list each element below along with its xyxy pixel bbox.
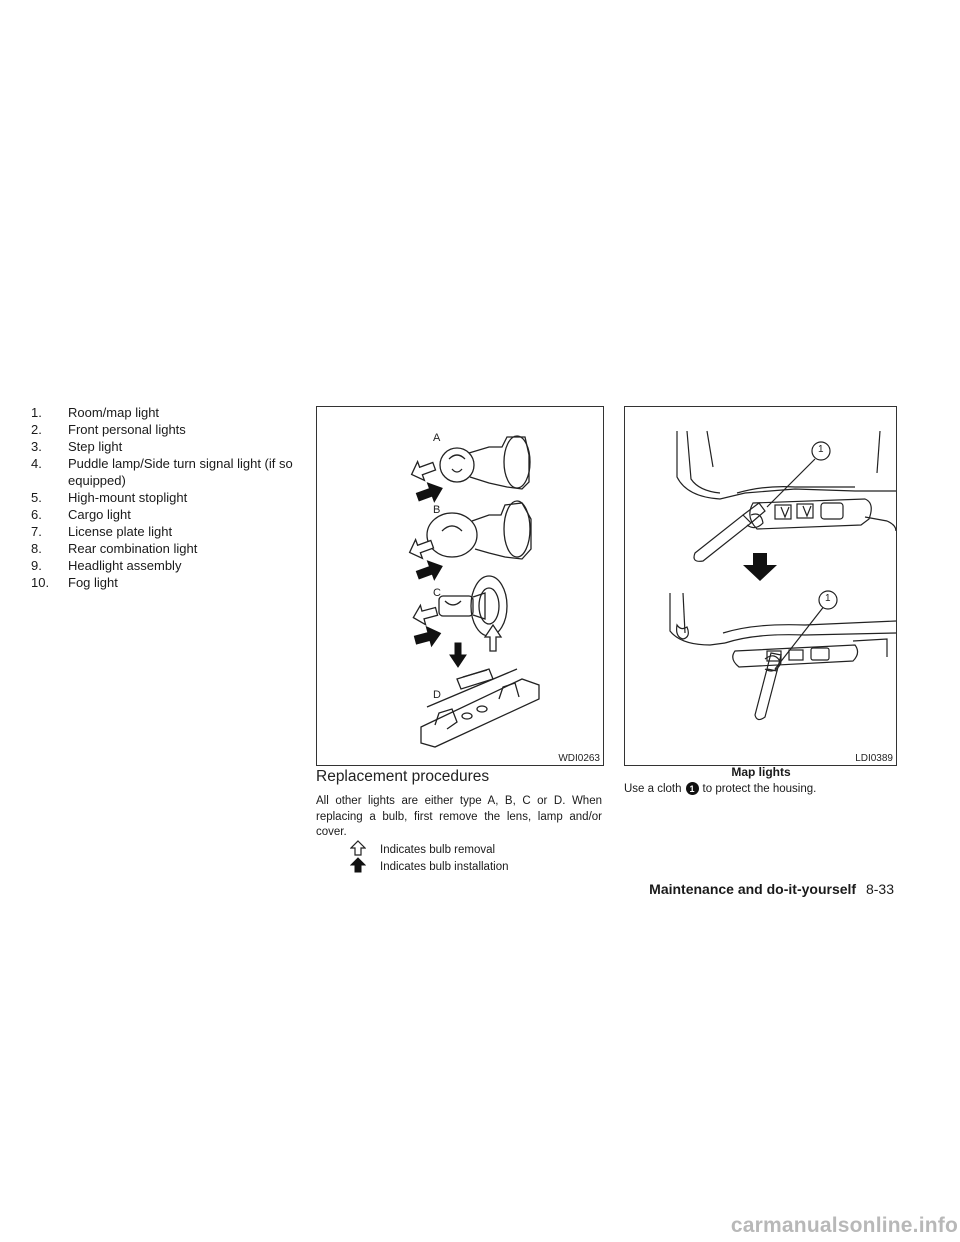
light-list: 1.Room/map light 2.Front personal lights…: [31, 404, 311, 591]
bulb-types-illustration: [408, 435, 540, 748]
list-item: 9.Headlight assembly: [31, 558, 182, 573]
footer-section: Maintenance and do-it-yourself: [649, 881, 857, 897]
list-item: 7.License plate light: [31, 524, 173, 539]
solid-up-arrow-icon: [349, 857, 380, 876]
list-item: 1.Room/map light: [31, 405, 160, 420]
list-item: 10.Fog light: [31, 575, 118, 590]
bulb-label-a: A: [433, 432, 441, 444]
bulb-label-b: B: [433, 504, 441, 516]
legend-install-text: Indicates bulb installation: [380, 860, 509, 873]
legend-removal: Indicates bulb removal: [349, 840, 496, 859]
bulb-label-d: D: [433, 689, 441, 701]
map-lights-caption: Map lights: [731, 765, 791, 779]
watermark: carmanualsonline.info: [730, 1214, 958, 1237]
map-lights-figure: 1 1 LDI0389: [624, 406, 897, 766]
bulb-label-c: C: [433, 587, 441, 599]
bulb-types-figure: A B C D WDI0263: [316, 406, 604, 766]
list-item: 6.Cargo light: [31, 507, 131, 522]
list-item: 5.High-mount stoplight: [31, 490, 188, 505]
figure-code: WDI0263: [558, 753, 600, 764]
page-number: 8-33: [865, 881, 894, 897]
map-text-after: to protect the housing.: [702, 782, 817, 795]
map-text-before: Use a cloth: [624, 782, 682, 795]
callout-1-top: 1: [818, 444, 824, 455]
page-footer: Maintenance and do-it-yourself 8-33: [649, 881, 894, 897]
list-item: 4.Puddle lamp/Side turn signal light (if…: [31, 456, 293, 488]
legend-install: Indicates bulb installation: [349, 857, 509, 876]
map-lights-illustration: [669, 430, 896, 721]
list-item: 8.Rear combination light: [31, 541, 198, 556]
callout-1-bottom: 1: [825, 593, 831, 604]
section-paragraph: All other lights are either type A, B, C…: [316, 795, 602, 838]
map-lights-text: Use a cloth 1 to protect the housing.: [624, 782, 816, 795]
section-heading: Replacement procedures: [316, 768, 490, 785]
figure-code: LDI0389: [855, 753, 893, 764]
outline-up-arrow-icon: [349, 840, 380, 859]
list-item: 3.Step light: [31, 439, 123, 454]
list-item: 2.Front personal lights: [31, 422, 186, 437]
legend-removal-text: Indicates bulb removal: [380, 843, 496, 856]
callout-marker: 1: [685, 782, 699, 795]
